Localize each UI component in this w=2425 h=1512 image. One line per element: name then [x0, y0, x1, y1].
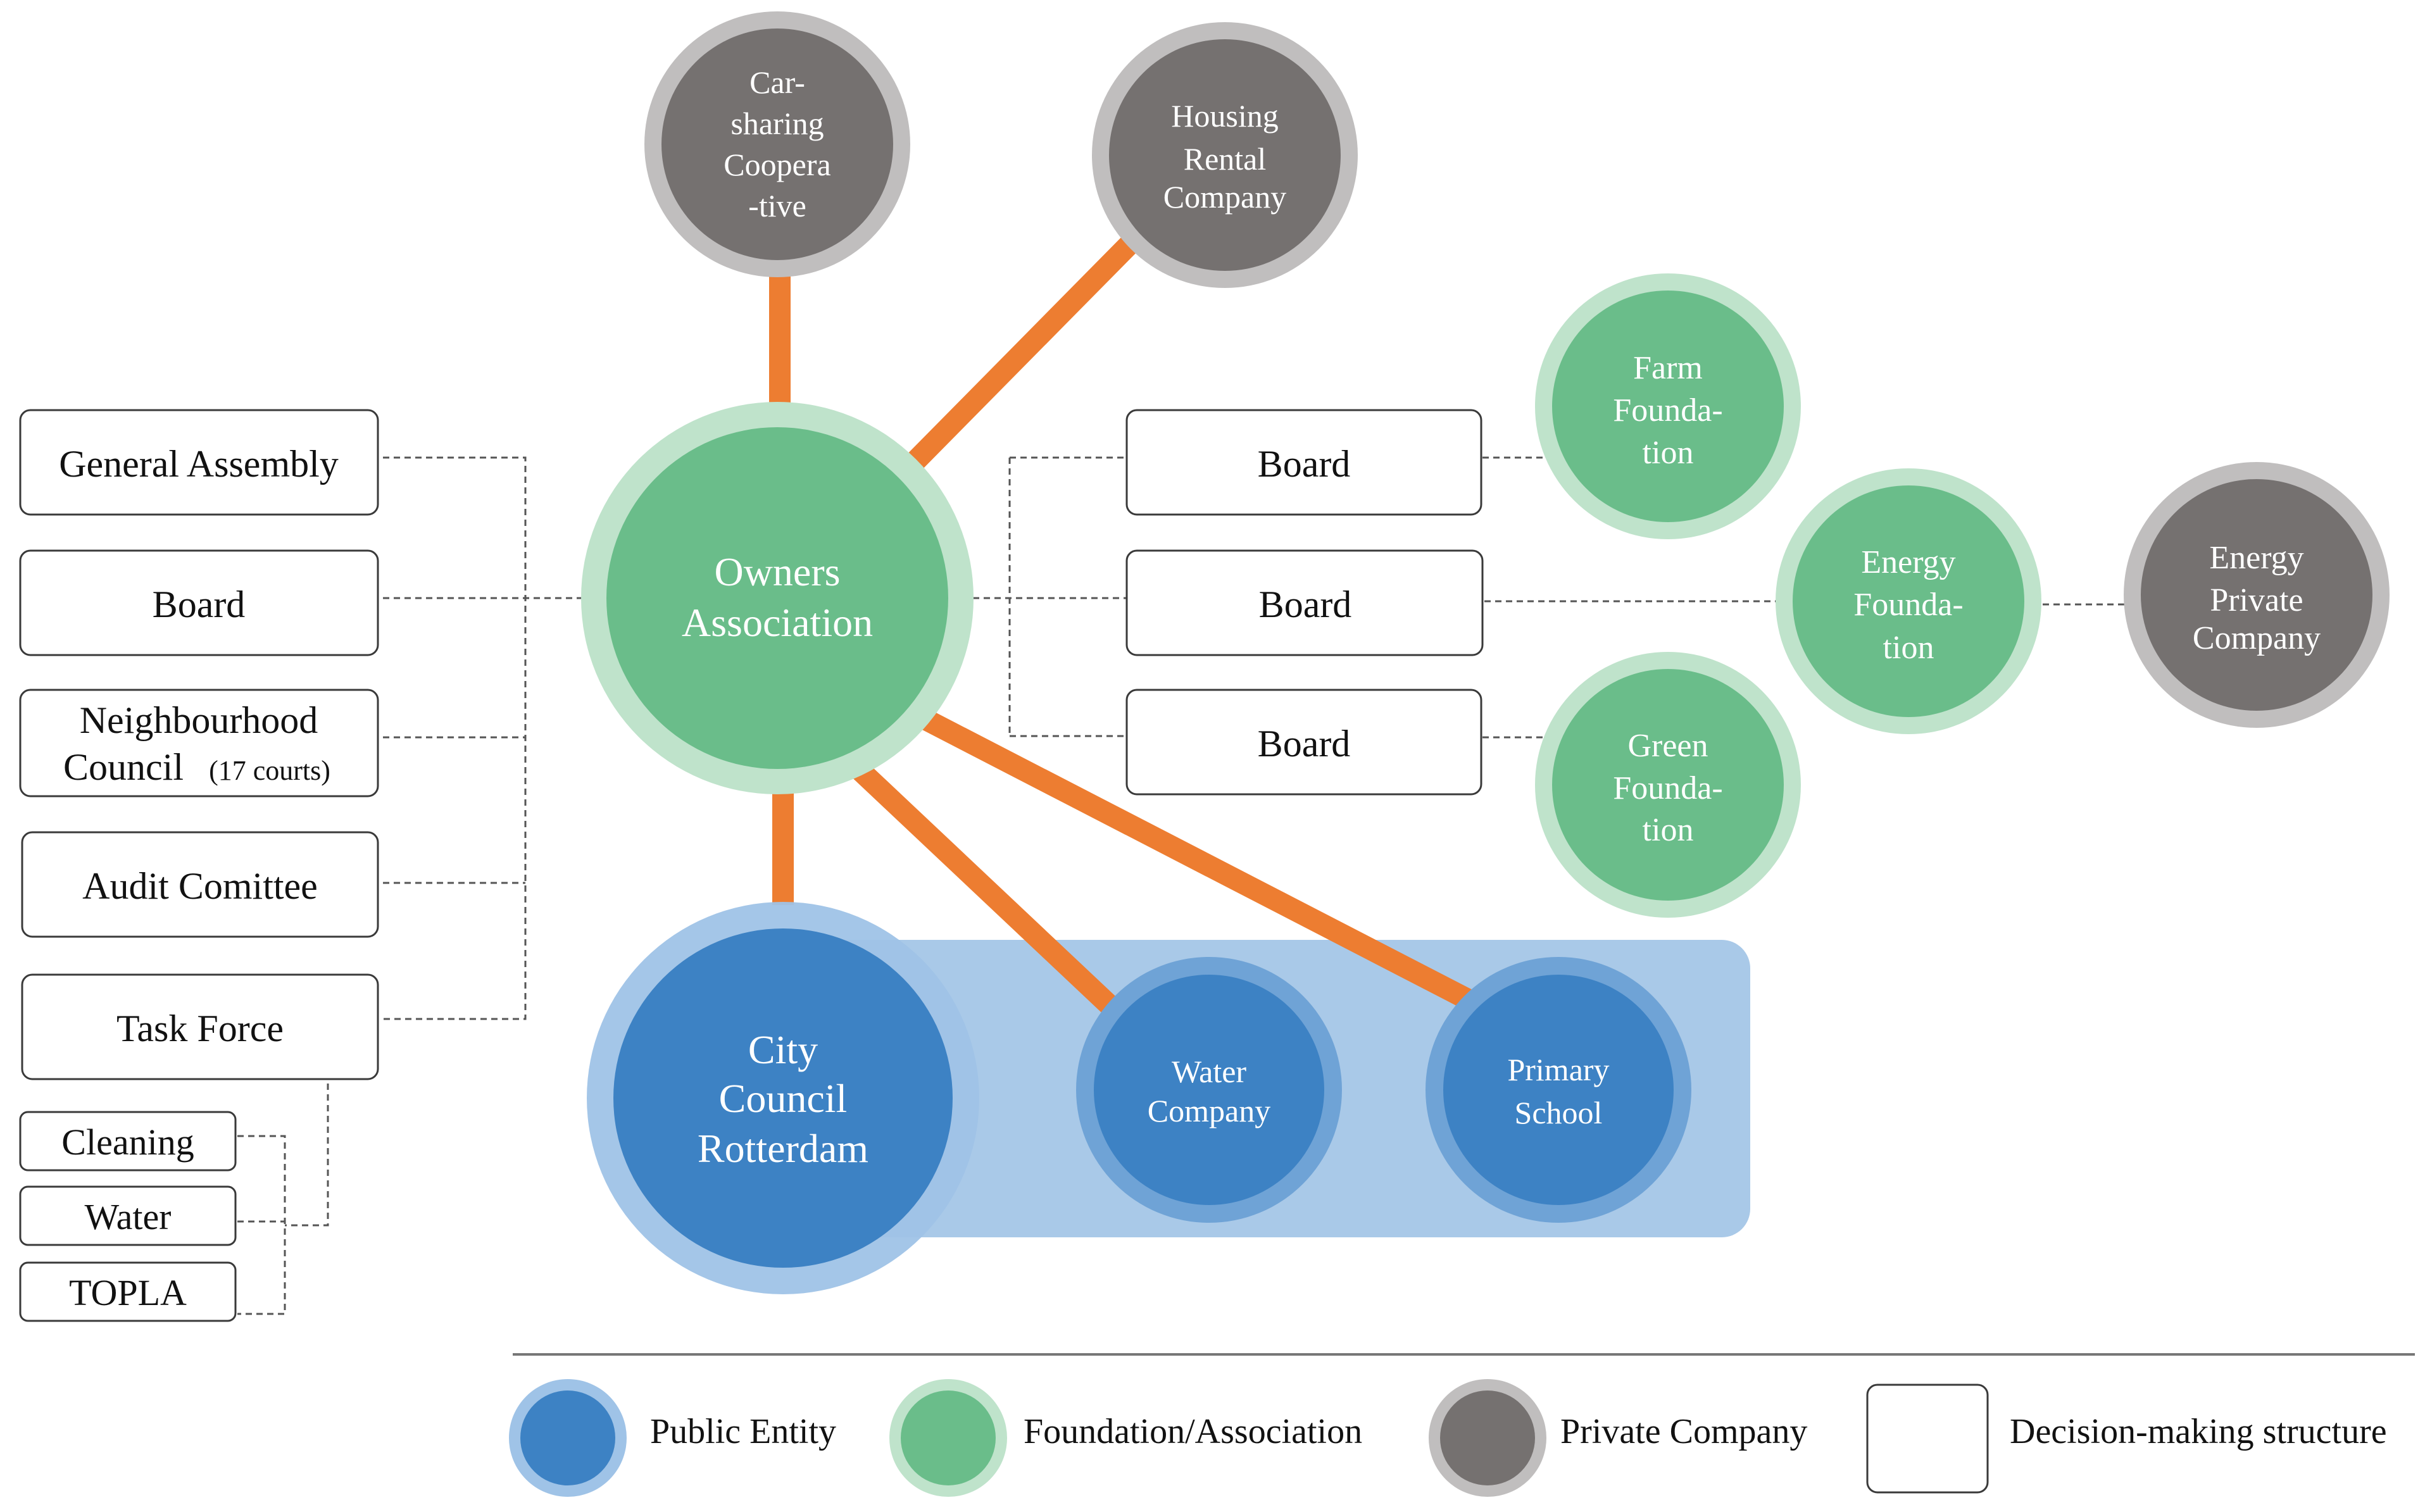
energy-private-line-3: Company	[2193, 620, 2321, 656]
farm-line-2: Founda-	[1613, 392, 1722, 428]
box-audit-committee	[21, 831, 379, 938]
city-council-line-3: Rotterdam	[698, 1126, 868, 1171]
node-energy-foundation: Energy Founda- tion	[1776, 468, 2041, 734]
board-left-label: Board	[153, 584, 246, 625]
owners-line-1: Owners	[714, 549, 840, 594]
box-task-force	[21, 973, 379, 1080]
city-council-line-1: City	[748, 1027, 818, 1072]
energy-private-line-2: Private	[2210, 582, 2303, 618]
legend-foundation-label: Foundation/Association	[1024, 1412, 1362, 1451]
audit-committee-label: Audit Comittee	[82, 865, 318, 907]
farm-line-1: Farm	[1633, 350, 1703, 386]
neighbourhood-label-line-1: Neighbourhood	[80, 699, 318, 741]
green-line-3: tion	[1643, 812, 1694, 848]
link-owners-housing	[894, 227, 1148, 482]
carsharing-line-3: Coopera	[724, 147, 830, 182]
node-primary-school: Primary School	[1426, 957, 1691, 1223]
connector-task-force	[285, 1084, 329, 1227]
farm-line-3: tion	[1643, 435, 1694, 471]
energy-foundation-line-2: Founda-	[1853, 587, 1963, 623]
legend-decision-making-label: Decision-making structure	[2010, 1412, 2387, 1451]
legend: Public Entity Foundation/Association Pri…	[509, 1353, 2415, 1497]
box-board-left	[19, 549, 379, 656]
link-owners-primary-school	[900, 699, 1480, 1013]
green-line-2: Founda-	[1613, 770, 1722, 806]
housing-line-3: Company	[1163, 179, 1286, 215]
water-label: Water	[84, 1196, 171, 1237]
legend-public-entity: Public Entity	[509, 1379, 836, 1497]
box-board-energy	[1125, 549, 1484, 656]
board-green-label: Board	[1258, 723, 1351, 765]
node-water-company: Water Company	[1076, 957, 1342, 1223]
box-board-green	[1125, 689, 1482, 796]
node-city-council-rotterdam: City Council Rotterdam	[587, 902, 979, 1294]
owners-line-2: Association	[682, 600, 873, 645]
box-board-farm	[1125, 409, 1482, 516]
right-decision-boxes: Board Board Board	[1125, 409, 1484, 796]
primary-school-line-2: School	[1515, 1095, 1603, 1130]
primary-school-line-1: Primary	[1507, 1052, 1609, 1087]
node-owners-association: Owners Association	[581, 402, 974, 794]
connector-sub-boxes	[237, 1135, 286, 1315]
board-farm-label: Board	[1258, 443, 1351, 485]
housing-line-1: Housing	[1171, 98, 1278, 134]
task-force-label: Task Force	[116, 1008, 284, 1049]
legend-decision-making-swatch	[1866, 1384, 1989, 1494]
link-owners-water-company	[834, 745, 1125, 1021]
connector-boards-trunk	[962, 456, 1127, 737]
box-general-assembly	[19, 409, 379, 516]
neighbourhood-label-line-2: Council	[63, 746, 184, 788]
legend-private-company: Private Company	[1429, 1379, 1807, 1497]
board-energy-label: Board	[1259, 584, 1352, 625]
cleaning-label: Cleaning	[61, 1122, 194, 1163]
legend-private-company-label: Private Company	[1560, 1412, 1807, 1451]
left-dashed-connectors	[237, 456, 620, 1315]
city-council-line-2: Council	[719, 1076, 848, 1121]
left-decision-boxes: General Assembly Board Neighbourhood Cou…	[19, 409, 379, 1322]
water-company-line-1: Water	[1172, 1054, 1246, 1089]
energy-foundation-line-1: Energy	[1861, 544, 1955, 580]
legend-foundation: Foundation/Association	[889, 1379, 1362, 1497]
box-water	[19, 1185, 237, 1246]
energy-foundation-line-3: tion	[1883, 630, 1934, 666]
carsharing-line-2: sharing	[730, 106, 824, 141]
energy-private-line-1: Energy	[2209, 540, 2303, 576]
carsharing-line-4: -tive	[748, 188, 806, 223]
node-housing-rental-company: Housing Rental Company	[1092, 22, 1358, 288]
node-green-foundation: Green Founda- tion	[1535, 652, 1801, 918]
node-carsharing-cooperative: Car- sharing Coopera -tive	[644, 11, 910, 277]
general-assembly-label: General Assembly	[59, 443, 339, 485]
box-neighbourhood-council	[19, 689, 379, 797]
topla-label: TOPLA	[69, 1272, 187, 1313]
green-line-1: Green	[1627, 728, 1708, 764]
box-topla	[19, 1261, 237, 1322]
box-cleaning	[19, 1111, 237, 1171]
legend-decision-making: Decision-making structure	[1866, 1384, 2387, 1494]
housing-line-2: Rental	[1184, 141, 1267, 177]
node-farm-foundation: Farm Founda- tion	[1535, 273, 1801, 539]
legend-public-entity-label: Public Entity	[650, 1412, 836, 1451]
water-company-line-2: Company	[1148, 1093, 1270, 1128]
carsharing-line-1: Car-	[749, 65, 805, 100]
neighbourhood-note: (17 courts)	[209, 755, 330, 786]
node-energy-private-company: Energy Private Company	[2124, 462, 2390, 728]
